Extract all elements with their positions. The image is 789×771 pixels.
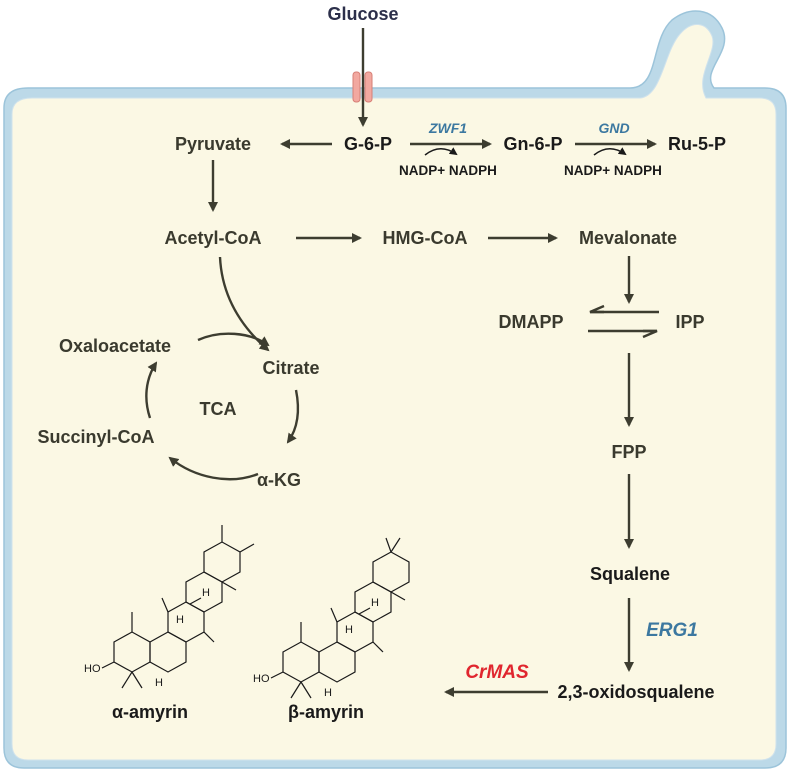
node-g6p: G-6-P <box>344 134 392 154</box>
cofactor-zwf1: NADP+ NADPH <box>399 163 497 178</box>
alpha-amyrin-h1: H <box>155 677 163 689</box>
glucose-transporter <box>352 71 373 103</box>
alpha-amyrin-structure <box>101 525 255 689</box>
node-oxidosqualene: 2,3-oxidosqualene <box>557 682 714 702</box>
cofactor-arc-gnd <box>593 147 627 156</box>
cofactor-gnd: NADP+ NADPH <box>564 163 662 178</box>
arrow-citrate-akg <box>286 389 300 444</box>
node-acetyl-coa: Acetyl-CoA <box>164 228 261 248</box>
node-ipp: IPP <box>675 312 704 332</box>
node-pyruvate: Pyruvate <box>175 134 251 154</box>
enzyme-zwf1: ZWF1 <box>428 120 467 136</box>
beta-amyrin-h1: H <box>324 687 332 699</box>
node-akg: α-KG <box>257 470 301 490</box>
arrow-akg-succinylcoa <box>168 456 259 481</box>
node-hmg-coa: HMG-CoA <box>383 228 468 248</box>
product-alpha-amyrin: α-amyrin <box>112 702 188 722</box>
tca-label: TCA <box>200 399 237 419</box>
node-ru5p: Ru-5-P <box>668 134 726 154</box>
cytoplasm <box>11 24 777 761</box>
alpha-amyrin-h2: H <box>176 614 184 626</box>
cofactor-arc-zwf1 <box>424 147 458 156</box>
node-gn6p: Gn-6-P <box>503 134 562 154</box>
node-squalene: Squalene <box>590 564 670 584</box>
product-beta-amyrin: β-amyrin <box>288 702 364 722</box>
beta-amyrin-h2: H <box>345 624 353 636</box>
node-mevalonate: Mevalonate <box>579 228 677 248</box>
alpha-amyrin-h3: H <box>202 587 210 599</box>
node-fpp: FPP <box>611 442 646 462</box>
node-glucose: Glucose <box>327 4 398 24</box>
beta-amyrin-ho: HO <box>253 673 270 685</box>
arrow-oxaloacetate-citrate <box>197 332 270 347</box>
enzyme-erg1: ERG1 <box>646 620 698 641</box>
enzyme-gnd: GND <box>598 120 629 136</box>
node-succinyl-coa: Succinyl-CoA <box>37 427 154 447</box>
beta-amyrin-h3: H <box>371 597 379 609</box>
node-oxaloacetate: Oxaloacetate <box>59 336 171 356</box>
enzyme-crmas: CrMAS <box>465 662 529 683</box>
equilibrium-arrows <box>588 304 659 339</box>
node-dmapp: DMAPP <box>498 312 563 332</box>
node-citrate: Citrate <box>262 358 319 378</box>
alpha-amyrin-ho: HO <box>84 663 101 675</box>
arrow-succinylcoa-oxaloacetate <box>145 361 158 419</box>
beta-amyrin-structure <box>270 537 410 699</box>
